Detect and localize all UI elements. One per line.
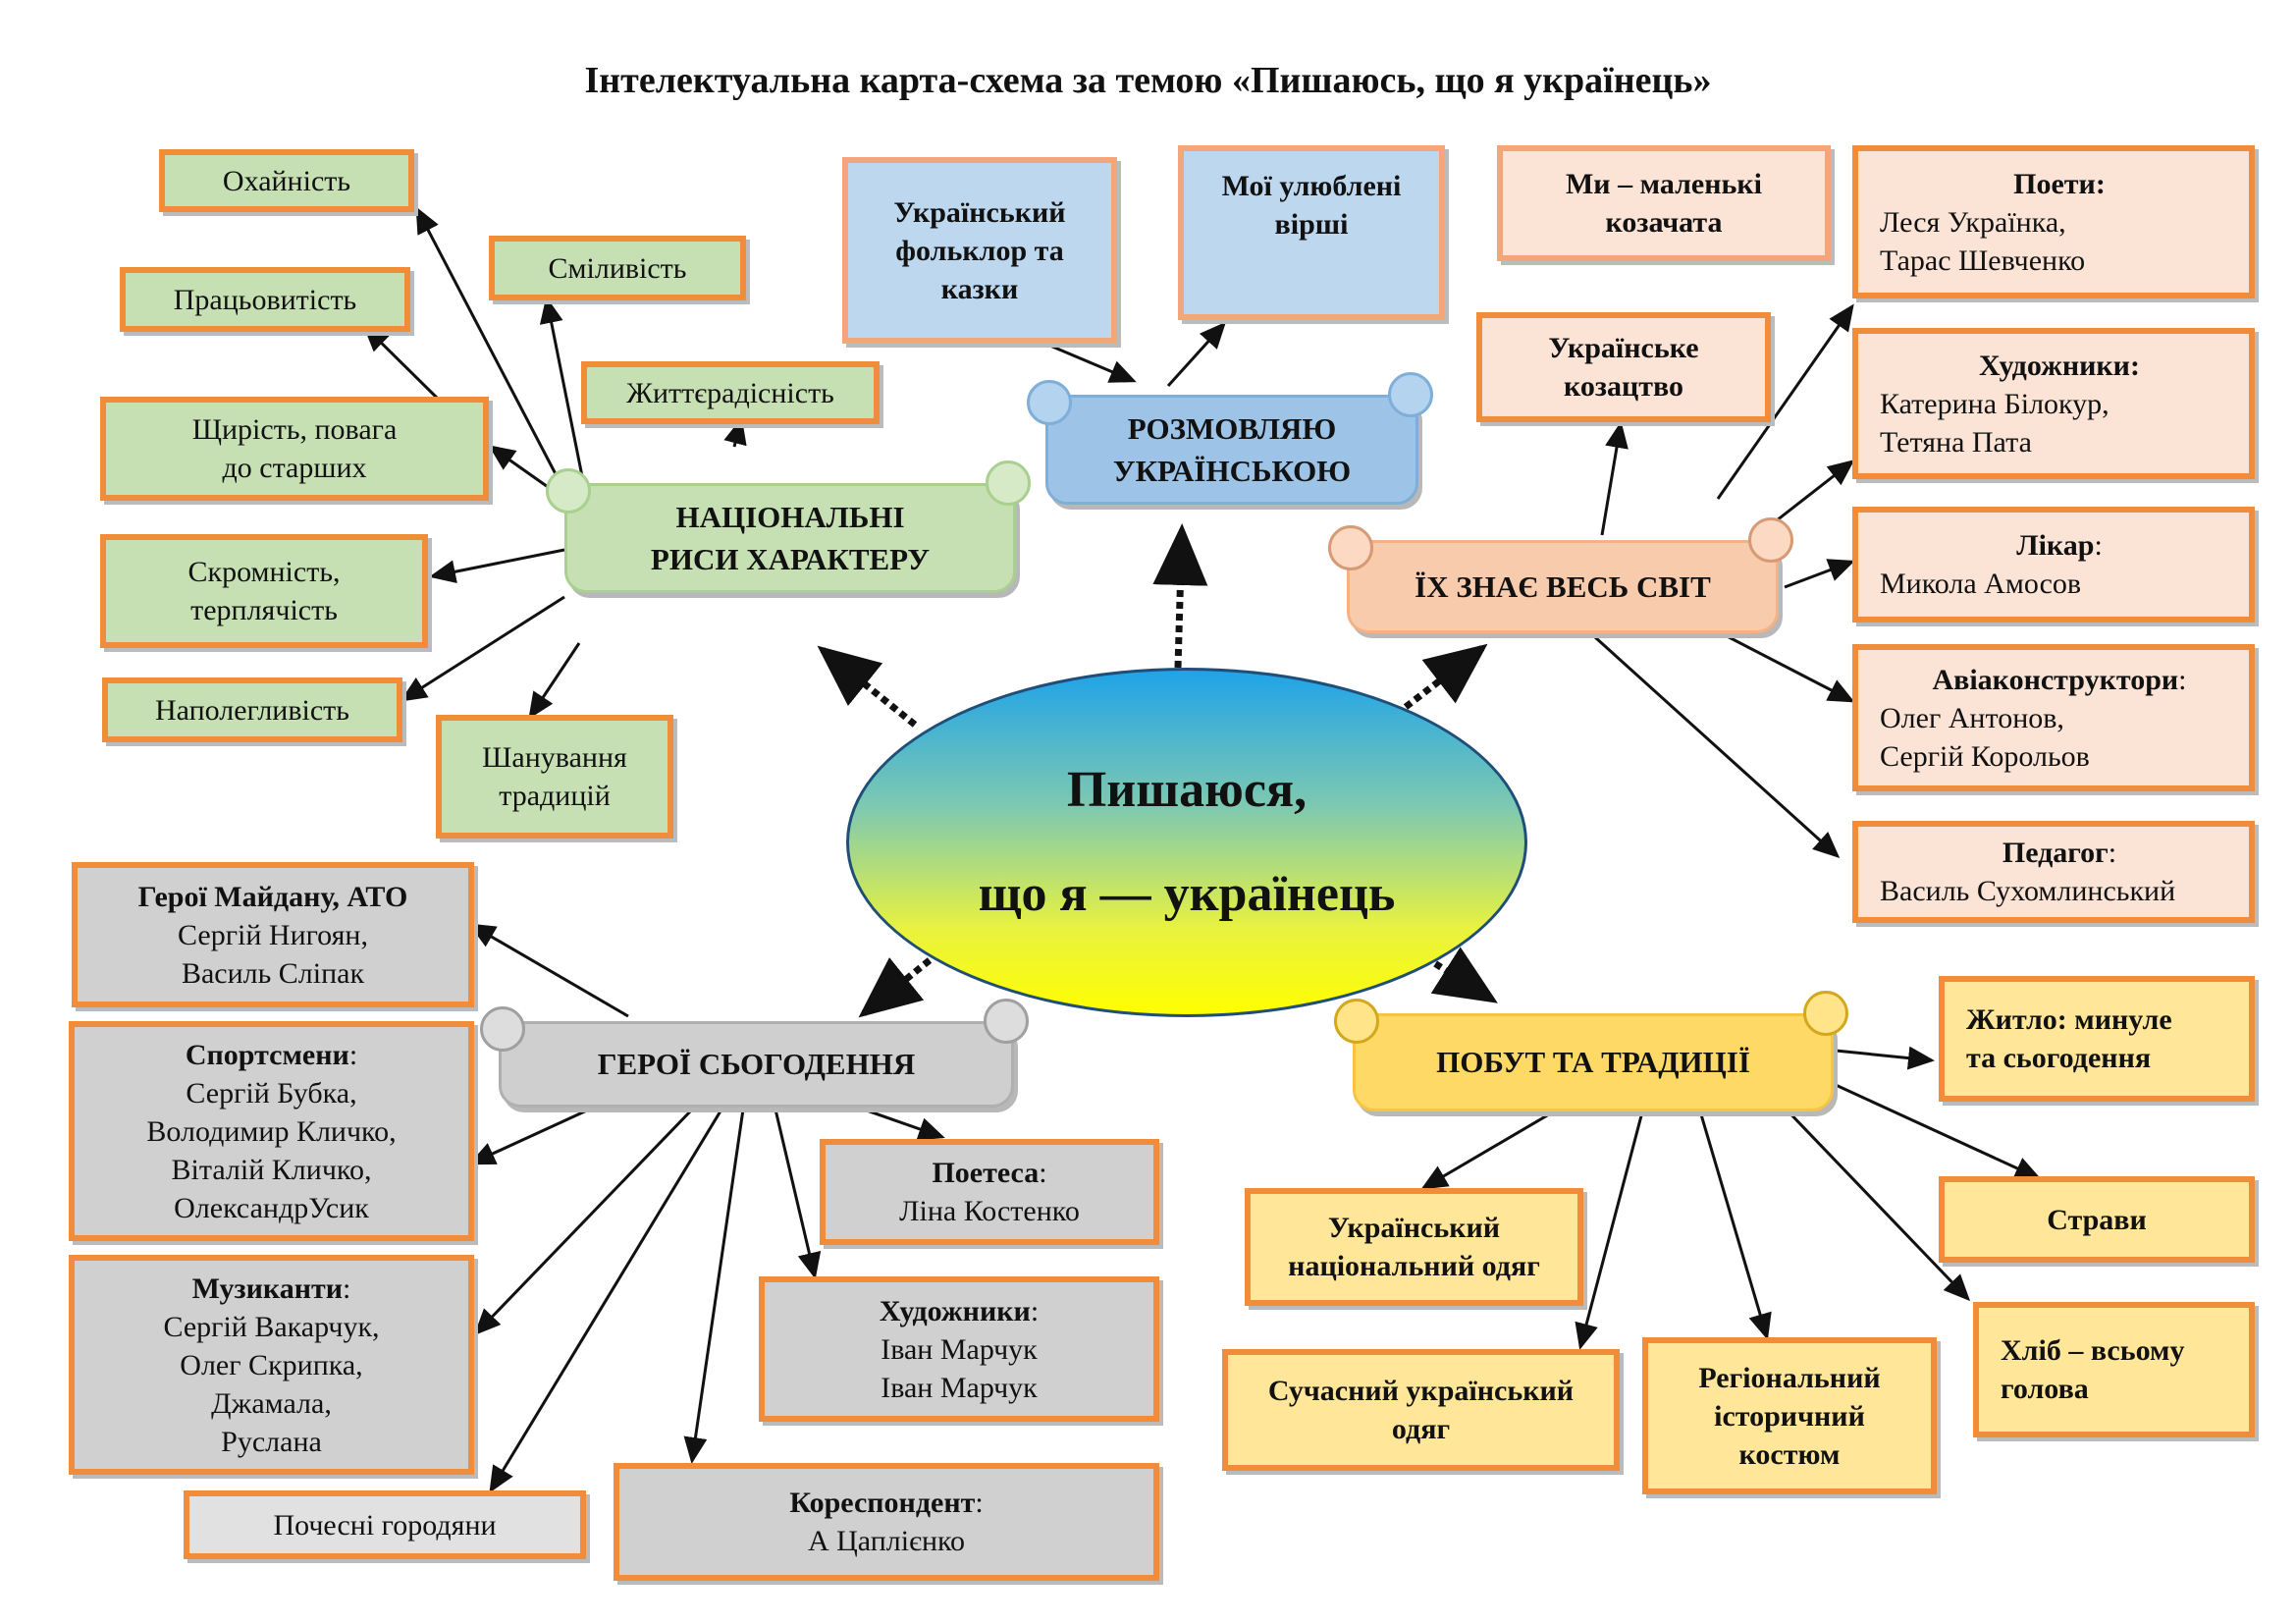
scroll-curl-icon — [1748, 517, 1793, 563]
scroll-curl-icon — [1334, 999, 1379, 1044]
arrow-cossacks — [1600, 421, 1629, 536]
scroll-curl-icon — [984, 999, 1029, 1044]
arrow-hero-artists — [774, 1109, 822, 1279]
trait-neatness: Охайність — [159, 149, 414, 212]
trait-sincerity: Щирість, повага до старших — [100, 397, 489, 501]
arrow-aircraft — [1707, 624, 1855, 703]
hero-correspondent: Кореспондент: А Цаплієнко — [614, 1463, 1159, 1581]
scroll-curl-icon — [1388, 372, 1433, 417]
arrow-housing — [1835, 1046, 1935, 1070]
trait-cheerfulness: Життєрадісність — [581, 361, 880, 424]
scroll-curl-icon — [546, 468, 591, 514]
scroll-curl-icon — [1328, 525, 1373, 570]
topic-modern-heroes: ГЕРОЇ СЬОГОДЕННЯ — [480, 999, 1029, 1108]
hero-poetess: Поетеса: Ліна Костенко — [820, 1139, 1159, 1245]
central-line-1: Пишаюся, — [1066, 762, 1308, 818]
arrow-correspondent — [683, 1109, 745, 1464]
central-line-2: що я — українець — [978, 866, 1396, 922]
arrow-modesty — [429, 548, 565, 584]
arrow-teacher — [1583, 626, 1841, 859]
famous-cossacks: Українське козацтво — [1476, 312, 1771, 422]
tradition-housing: Житло: минуле та сьогодення — [1939, 976, 2255, 1102]
scroll-curl-icon — [986, 460, 1031, 506]
famous-teacher: Педагог: Василь Сухомлинський — [1852, 821, 2255, 923]
trait-diligence: Працьовитість — [120, 267, 410, 332]
famous-aircraft-designers: Авіаконструктори: Олег Антонов, Сергій К… — [1852, 644, 2255, 791]
arrow-bread — [1780, 1103, 1971, 1302]
trait-persistence: Наполегливість — [102, 677, 402, 742]
tradition-dishes: Страви — [1939, 1176, 2255, 1263]
topic-world-famous: ЇХ ЗНАЄ ВЕСЬ СВІТ — [1328, 517, 1793, 633]
famous-artists: Художники: Катерина Білокур, Тетяна Пата — [1852, 328, 2255, 479]
line-folklore — [1044, 342, 1137, 383]
arrow-poetess — [863, 1108, 945, 1141]
arrow-neatness — [415, 206, 566, 492]
famous-poets: Поети: Леся Українка, Тарас Шевченко — [1852, 145, 2255, 298]
tradition-bread: Хліб – всьому голова — [1973, 1302, 2255, 1437]
trait-courage: Сміливість — [489, 236, 746, 300]
scroll-curl-icon — [1803, 991, 1848, 1036]
central-arrow-traditions — [1423, 947, 1498, 1003]
hero-artists: Художники: Іван Марчук Іван Марчук — [759, 1276, 1159, 1422]
language-folklore: Український фольклор та казки — [842, 157, 1117, 344]
arrow-honored — [489, 1109, 723, 1493]
central-arrow-heroes — [858, 957, 933, 1018]
tradition-national-clothes: Український національний одяг — [1245, 1188, 1583, 1306]
hero-maidan: Герої Майдану, АТО Сергій Нигоян, Василь… — [72, 862, 474, 1007]
central-arrow-famous — [1403, 643, 1488, 710]
tradition-modern-clothes: Сучасний український одяг — [1222, 1349, 1620, 1471]
arrow-poets — [1716, 303, 1854, 500]
tradition-regional-costume: Регіональний історичний костюм — [1642, 1337, 1937, 1494]
central-arrow-language — [1152, 523, 1208, 669]
arrow-modern-clothes — [1575, 1104, 1646, 1350]
arrow-dishes — [1835, 1083, 2042, 1180]
language-poems: Мої улюблені вірші — [1178, 145, 1445, 320]
arrow-doctor — [1784, 559, 1855, 589]
arrow-musicians — [473, 1108, 694, 1336]
arrow-artists — [1776, 460, 1855, 522]
arrow-persistence — [400, 595, 565, 702]
hero-honored-citizens: Почесні городяни — [184, 1490, 586, 1559]
arrow-respect-traditions — [528, 642, 581, 720]
scroll-curl-icon — [1027, 380, 1072, 425]
arrow-cheerfulness — [723, 417, 747, 448]
trait-modesty: Скромність, терплячість — [100, 534, 428, 648]
scroll-curl-icon — [480, 1006, 525, 1052]
arrow-poems — [1166, 321, 1227, 388]
arrow-regional-costume — [1696, 1104, 1772, 1340]
arrow-diligence — [362, 324, 439, 400]
famous-doctor: Лікар: Микола Амосов — [1852, 507, 2255, 623]
topic-life-traditions: ПОБУТ ТА ТРАДИЦІЇ — [1334, 991, 1848, 1111]
famous-little-cossacks: Ми – маленькі козачата — [1497, 145, 1831, 261]
central-arrow-character — [817, 645, 918, 728]
arrow-athletes — [468, 1108, 590, 1165]
trait-respect-traditions: Шанування традицій — [436, 715, 673, 839]
page-title: Інтелектуальна карта-схема за темою «Пиш… — [584, 60, 1712, 101]
hero-athletes: Спортсмени: Сергій Бубка, Володимир Клич… — [69, 1021, 474, 1241]
central-topic: Пишаюся, що я — українець — [846, 668, 1527, 1017]
hero-musicians: Музиканти: Сергій Вакарчук, Олег Скрипка… — [69, 1255, 474, 1475]
arrow-national-clothes — [1420, 1103, 1567, 1190]
arrow-maidan — [468, 923, 629, 1018]
arrow-courage — [539, 297, 586, 487]
